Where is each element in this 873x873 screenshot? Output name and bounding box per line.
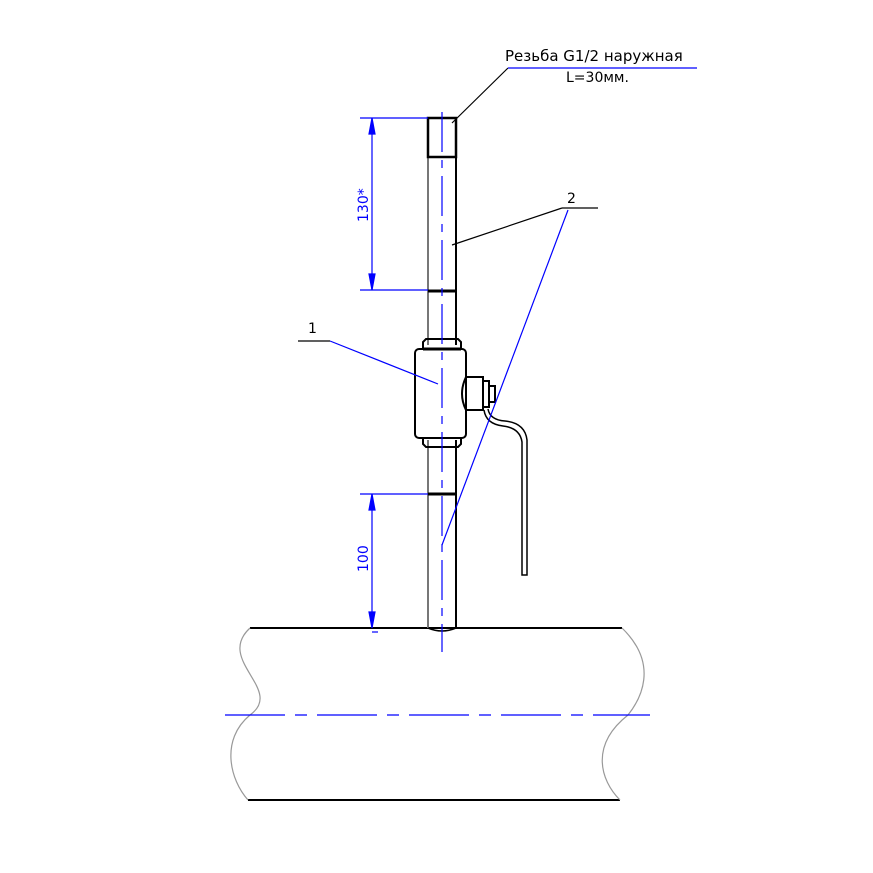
dimension-upper: [360, 117, 428, 291]
ball-valve: [414, 338, 528, 576]
thread-leader: [451, 67, 697, 124]
callout-2-label: 2: [567, 191, 576, 207]
right-break-line: [601, 627, 645, 801]
callout-1-label: 1: [308, 321, 317, 337]
left-break-line: [230, 627, 261, 801]
callout-1-leader: [298, 340, 439, 385]
main-pipe: [225, 627, 650, 801]
thread-label: Резьба G1/2 наружная: [505, 47, 683, 65]
dimension-upper-label: 130*: [356, 188, 372, 222]
valve-handle: [483, 408, 528, 576]
callout-2-leader: [441, 207, 598, 546]
dimension-lower: [360, 493, 428, 633]
vertical-tube: [426, 116, 458, 632]
dimension-lower-label: 100: [356, 545, 372, 572]
thread-length-label: L=30мм.: [566, 70, 629, 86]
